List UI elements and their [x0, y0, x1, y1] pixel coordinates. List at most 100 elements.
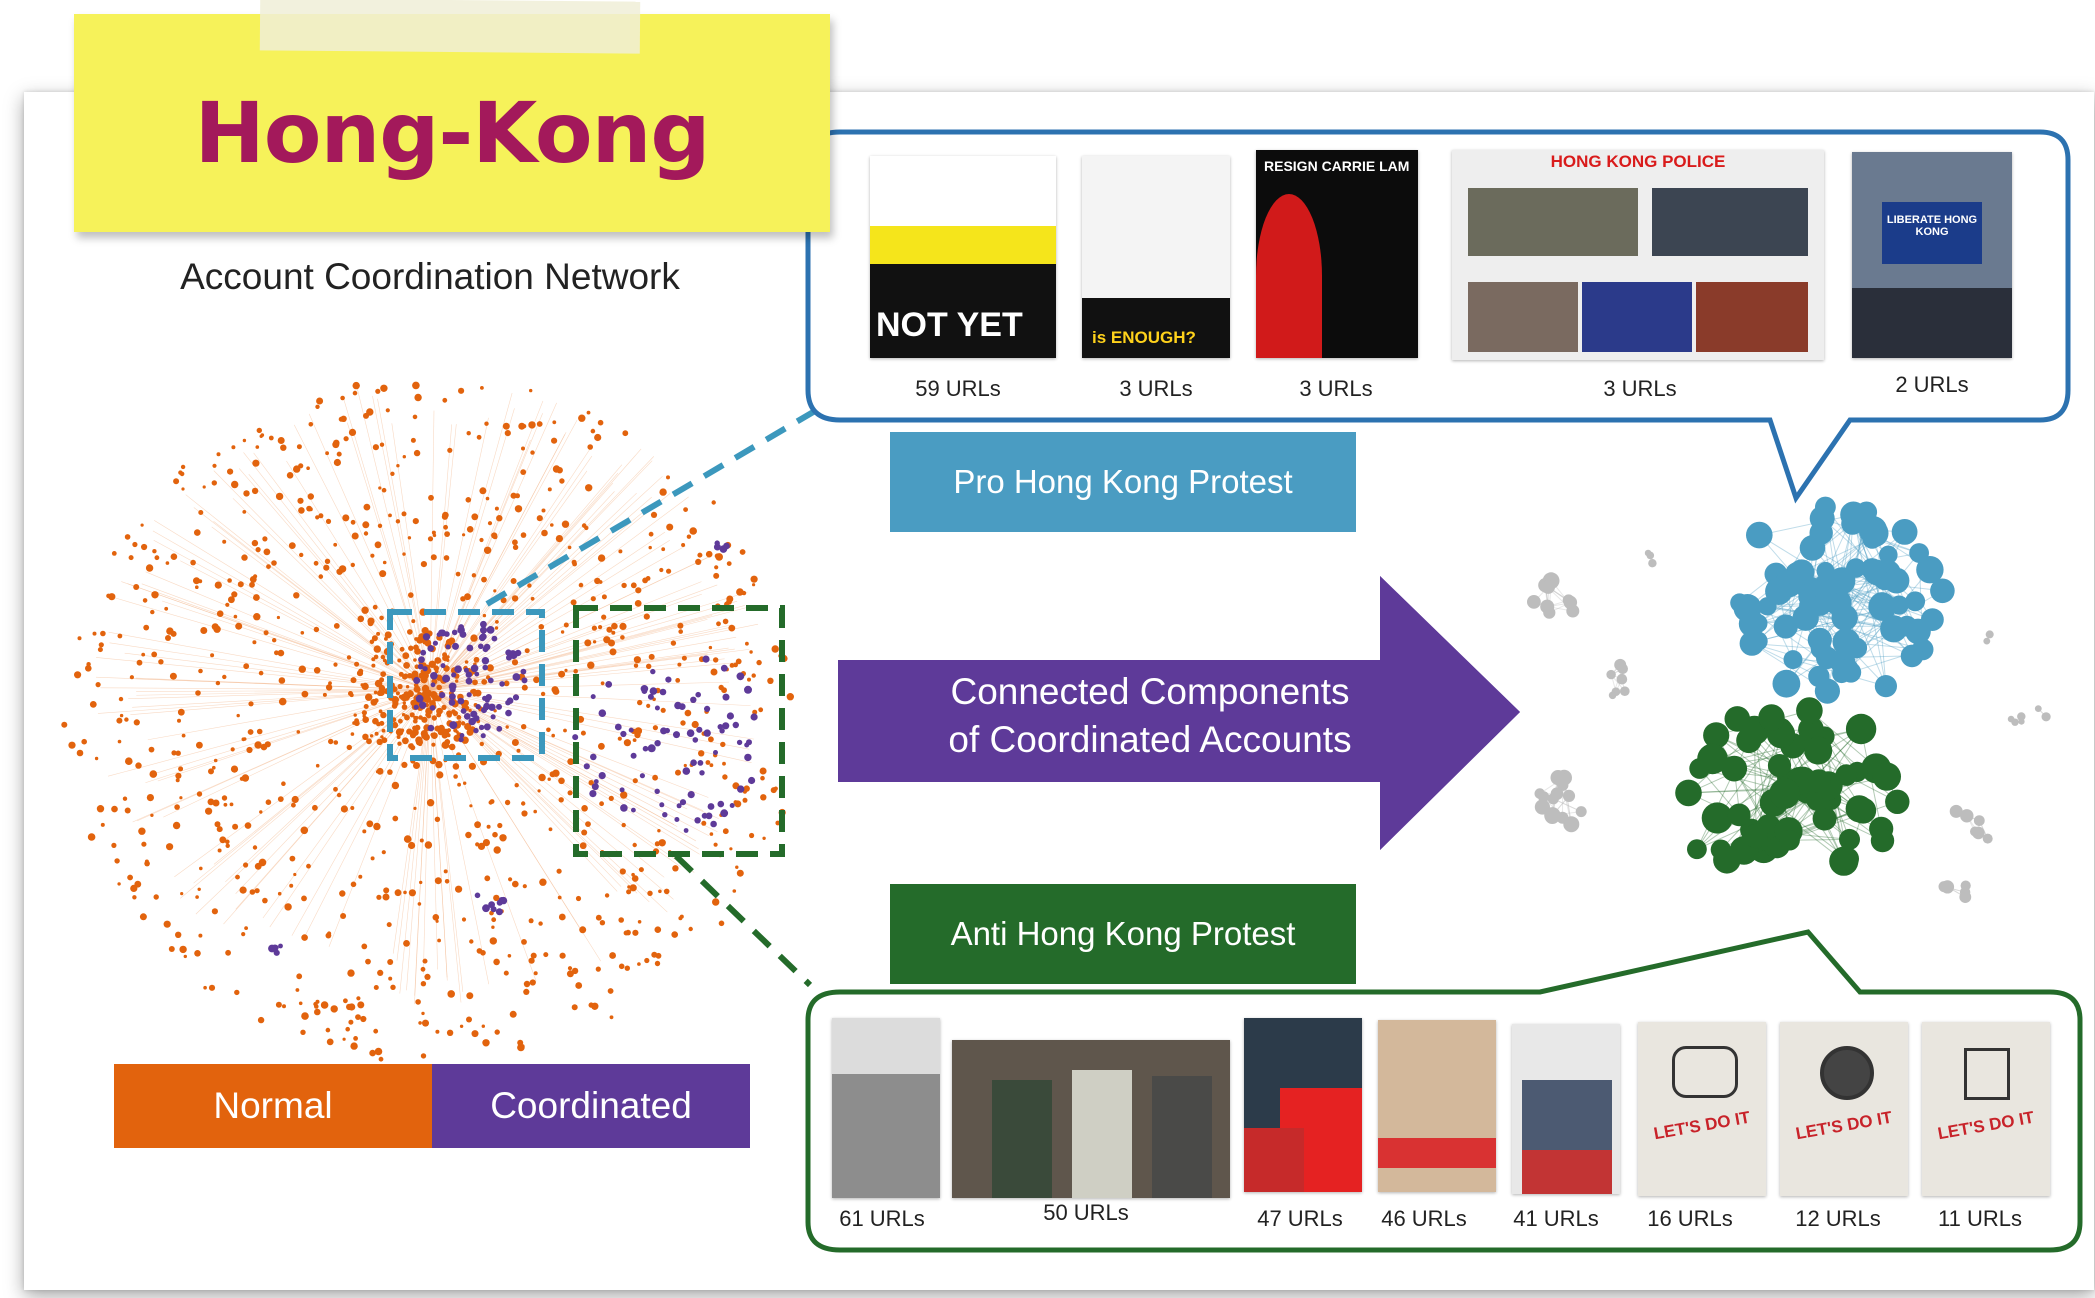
- network-node-coordinated: [445, 644, 451, 650]
- network-node-normal: [234, 989, 240, 996]
- pro-caption-3: 3 URLs: [1299, 376, 1373, 401]
- network-node-normal: [655, 952, 662, 959]
- anti-thumbnail-6: LET'S DO IT: [1638, 1022, 1766, 1196]
- network-node-coordinated: [465, 671, 472, 678]
- component-node-pro: [1860, 519, 1889, 548]
- network-node-coordinated: [717, 724, 724, 730]
- network-node-normal: [441, 704, 447, 711]
- network-node-normal: [402, 455, 406, 459]
- network-node-normal: [297, 497, 304, 504]
- network-node-normal: [443, 555, 450, 561]
- network-node-normal: [117, 739, 122, 744]
- network-node-coordinated: [479, 633, 487, 640]
- network-node-normal: [431, 732, 438, 739]
- network-node-normal: [752, 709, 758, 715]
- anti-caption-7: 12 URLs: [1795, 1206, 1881, 1231]
- network-node-coordinated: [679, 799, 687, 806]
- network-node-normal: [372, 444, 379, 451]
- network-node-normal: [296, 973, 303, 980]
- network-node-normal: [145, 564, 154, 572]
- network-node-normal: [444, 739, 451, 745]
- component-node-pro: [1900, 644, 1924, 668]
- component-node-pro: [1840, 501, 1867, 528]
- network-node-normal: [666, 475, 670, 480]
- network-node-normal: [551, 733, 555, 738]
- network-node-normal: [318, 574, 324, 579]
- network-node-normal: [556, 868, 562, 874]
- network-node-normal: [503, 680, 510, 687]
- network-node-normal: [508, 877, 513, 882]
- network-node-normal: [77, 636, 82, 641]
- network-node-normal: [413, 449, 421, 457]
- network-node-normal: [350, 562, 355, 568]
- network-node-coordinated: [429, 705, 436, 711]
- network-node-normal: [414, 393, 422, 402]
- network-node-normal: [208, 984, 216, 991]
- network-node-normal: [298, 507, 305, 514]
- component-node-other: [1620, 686, 1630, 696]
- network-node-coordinated: [598, 772, 606, 780]
- network-node-normal: [308, 507, 313, 512]
- network-node-coordinated: [418, 656, 425, 663]
- network-node-normal: [714, 565, 719, 570]
- network-node-normal: [752, 583, 756, 587]
- component-node-pro: [1883, 567, 1910, 594]
- network-node-normal: [149, 770, 158, 778]
- network-node-normal: [399, 646, 405, 652]
- network-node-normal: [427, 536, 434, 542]
- network-node-normal: [87, 833, 96, 841]
- network-node-normal: [422, 1019, 429, 1027]
- network-node-normal: [590, 596, 596, 602]
- network-node-normal: [413, 671, 419, 677]
- network-node-normal: [243, 490, 250, 497]
- network-node-normal: [463, 781, 467, 785]
- network-node-normal: [175, 750, 181, 756]
- network-node-normal: [235, 622, 243, 630]
- network-node-normal: [194, 529, 201, 536]
- network-node-coordinated: [649, 687, 658, 695]
- network-node-normal: [407, 536, 412, 540]
- network-node-normal: [277, 649, 285, 657]
- network-node-normal: [178, 766, 184, 772]
- network-node-coordinated: [520, 668, 527, 675]
- network-node-normal: [492, 534, 498, 540]
- network-node-normal: [350, 519, 356, 525]
- component-node-pro: [1905, 618, 1931, 645]
- network-node-normal: [272, 638, 277, 643]
- network-node-normal: [360, 683, 364, 687]
- network-node-normal: [213, 758, 218, 763]
- network-node-normal: [320, 1001, 329, 1009]
- network-node-normal: [336, 792, 342, 798]
- network-node-normal: [391, 721, 399, 729]
- network-node-normal: [306, 466, 310, 471]
- network-node-normal: [570, 599, 577, 606]
- network-node-normal: [391, 781, 400, 790]
- network-node-normal: [259, 810, 263, 814]
- network-node-normal: [413, 806, 417, 811]
- network-node-coordinated: [480, 620, 487, 628]
- component-node-pro: [1815, 496, 1836, 518]
- network-node-normal: [158, 659, 164, 665]
- network-node-coordinated: [686, 729, 695, 737]
- component-node-anti: [1837, 847, 1859, 870]
- network-node-normal: [586, 410, 591, 415]
- network-node-normal: [608, 795, 614, 802]
- network-node-normal: [428, 660, 436, 668]
- network-node-normal: [350, 677, 357, 684]
- component-node-anti: [1839, 828, 1860, 850]
- network-node-normal: [214, 821, 221, 828]
- network-node-normal: [619, 868, 626, 875]
- network-node-normal: [712, 898, 720, 906]
- network-node-normal: [76, 749, 84, 757]
- network-node-normal: [243, 862, 249, 868]
- network-node-normal: [722, 761, 726, 766]
- network-node-normal: [637, 962, 641, 966]
- network-node-coordinated: [639, 773, 646, 779]
- network-node-coordinated: [422, 633, 431, 641]
- network-node-normal: [264, 741, 271, 748]
- network-node-normal: [495, 620, 499, 624]
- network-node-normal: [598, 625, 603, 630]
- network-node-normal: [479, 487, 487, 495]
- network-node-normal: [375, 388, 381, 394]
- network-node-normal: [333, 623, 340, 629]
